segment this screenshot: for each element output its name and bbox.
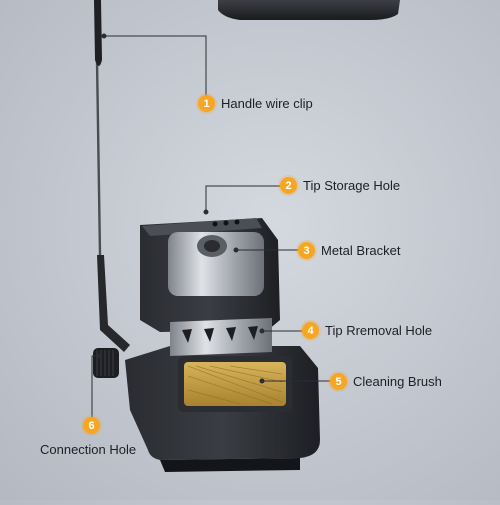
storage-hole bbox=[234, 219, 240, 225]
callout-number-badge: 5 bbox=[330, 373, 347, 390]
callout-number-badge: 2 bbox=[280, 177, 297, 194]
holder-top-plate bbox=[142, 218, 262, 236]
callout-metal-bracket: 3 Metal Bracket bbox=[298, 242, 400, 259]
callout-handle-wire-clip: 1 Handle wire clip bbox=[198, 95, 313, 112]
callout-label: Cleaning Brush bbox=[353, 374, 442, 389]
leader-line-2 bbox=[205, 185, 280, 212]
station-device-top bbox=[218, 0, 400, 20]
metal-bracket bbox=[168, 232, 264, 296]
leader-line-6 bbox=[91, 355, 100, 418]
wire-clip-arm bbox=[97, 255, 130, 352]
leader-lines bbox=[91, 33, 330, 418]
storage-hole bbox=[212, 221, 218, 227]
callout-cleaning-brush: 5 Cleaning Brush bbox=[330, 373, 442, 390]
storage-hole bbox=[223, 220, 229, 226]
callout-number-badge: 3 bbox=[298, 242, 315, 259]
callout-tip-removal-hole: 4 Tip Rremoval Hole bbox=[302, 322, 432, 339]
callout-number-badge: 6 bbox=[83, 417, 100, 434]
leader-line-1 bbox=[104, 35, 207, 96]
callout-number-badge: 1 bbox=[198, 95, 215, 112]
callout-label: Handle wire clip bbox=[221, 96, 313, 111]
wire-clip-rod bbox=[95, 59, 102, 256]
wire-clip-tip bbox=[94, 0, 102, 66]
callout-connection-hole-badge: 6 bbox=[83, 417, 100, 434]
callout-label-connection-hole: Connection Hole bbox=[40, 442, 137, 457]
callout-tip-storage-hole: 2 Tip Storage Hole bbox=[280, 177, 400, 194]
callout-label: Tip Rremoval Hole bbox=[325, 323, 433, 338]
callout-number-badge: 4 bbox=[302, 322, 319, 339]
tip-removal-plate bbox=[170, 318, 272, 356]
callout-label: Metal Bracket bbox=[321, 243, 401, 258]
callout-label: Tip Storage Hole bbox=[303, 178, 401, 193]
